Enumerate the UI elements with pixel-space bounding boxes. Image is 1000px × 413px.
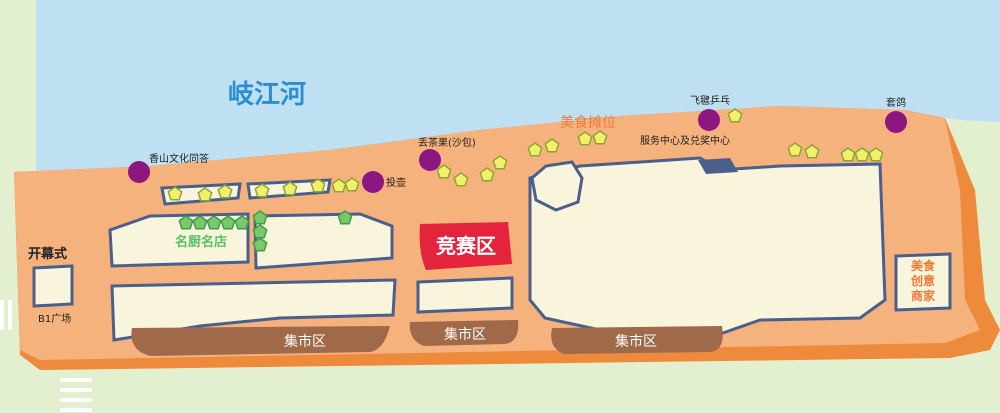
building-creative — [894, 252, 952, 312]
food-stall-marker — [787, 142, 803, 157]
poi-service-label: 服务中心及兑奖中心 — [640, 134, 730, 147]
kitchens-label: 名厨名店 — [175, 234, 227, 250]
poi-markers — [128, 109, 907, 193]
food-stall-marker — [197, 187, 213, 202]
competition-label: 竞赛区 — [436, 234, 496, 258]
famous-kitchen-marker — [337, 210, 353, 225]
poi-taohu-label: 套鸽 — [886, 96, 906, 109]
building-mid-small — [416, 276, 514, 314]
food-stall-marker — [344, 177, 360, 192]
marker-pingpong — [698, 109, 720, 131]
famous-kitchen-marker — [252, 210, 268, 225]
food-stall-marker — [453, 172, 469, 187]
food-stall-marker — [577, 131, 593, 146]
food-stall-marker — [840, 147, 856, 162]
market-bar-mid — [409, 320, 519, 346]
poi-tea-label: 丢茶果(沙包) — [418, 136, 476, 149]
food-stall-marker — [854, 147, 870, 162]
creative-line-2: 创意 — [910, 273, 935, 288]
poi-pingpong-label: 飞毽乒乓 — [690, 94, 730, 107]
food-stall-marker — [868, 147, 884, 162]
famous-kitchen-marker — [252, 237, 268, 252]
buildings — [32, 156, 952, 342]
market-right-label: 集市区 — [615, 333, 657, 350]
food-stall-marker — [217, 184, 233, 199]
competition-badge — [419, 222, 512, 270]
creative-line-3: 商家 — [911, 288, 936, 303]
building-market-left — [110, 278, 397, 342]
famous-kitchen-marker — [206, 215, 222, 230]
food-stall-marker — [527, 142, 543, 157]
famous-kitchen-marker — [178, 215, 194, 230]
b1-plaza-label: B1广场 — [38, 312, 71, 325]
building-mid — [253, 212, 394, 270]
food-stall-marker — [254, 183, 270, 198]
poi-tounta-label: 投壶 — [386, 176, 406, 189]
market-bar-left — [131, 326, 390, 356]
market-mid-label: 集市区 — [444, 326, 486, 343]
food-stall-marker — [436, 164, 452, 179]
food-stall-marker — [479, 167, 495, 182]
service-center-notch — [698, 158, 738, 174]
famous-kitchen-marker — [220, 215, 236, 230]
road-stripes — [0, 300, 92, 412]
poi-xiangshan-label: 香山文化同答 — [149, 152, 209, 165]
marker-tounta — [362, 171, 384, 193]
food-stall-marker — [727, 108, 743, 123]
market-bars — [131, 320, 723, 356]
opening-label: 开幕式 — [28, 246, 67, 262]
food-stalls-label: 美食摊位 — [560, 114, 616, 131]
food-stall-marker — [544, 138, 560, 153]
market-left-label: 集市区 — [284, 333, 326, 350]
building-large — [528, 156, 887, 336]
famous-kitchen-marker — [192, 215, 208, 230]
food-stall-marker — [492, 155, 508, 170]
food-stall-marker — [310, 178, 326, 193]
famous-kitchen-markers — [178, 210, 353, 252]
creative-line-1: 美食 — [911, 258, 936, 273]
food-stall-marker — [592, 130, 608, 145]
building-b1 — [32, 264, 74, 308]
marker-xiangshan — [128, 161, 150, 183]
building-octagon — [530, 160, 584, 212]
food-stall-marker — [282, 181, 298, 196]
food-stall-markers — [167, 108, 884, 202]
marker-tea — [419, 149, 441, 171]
famous-kitchen-marker — [234, 215, 250, 230]
river — [36, 0, 1000, 172]
river-label: 岐江河 — [228, 80, 306, 110]
food-stall-marker — [167, 186, 183, 201]
marker-taohu — [885, 111, 907, 133]
market-bar-right — [551, 326, 723, 354]
food-stall-marker — [804, 144, 820, 159]
